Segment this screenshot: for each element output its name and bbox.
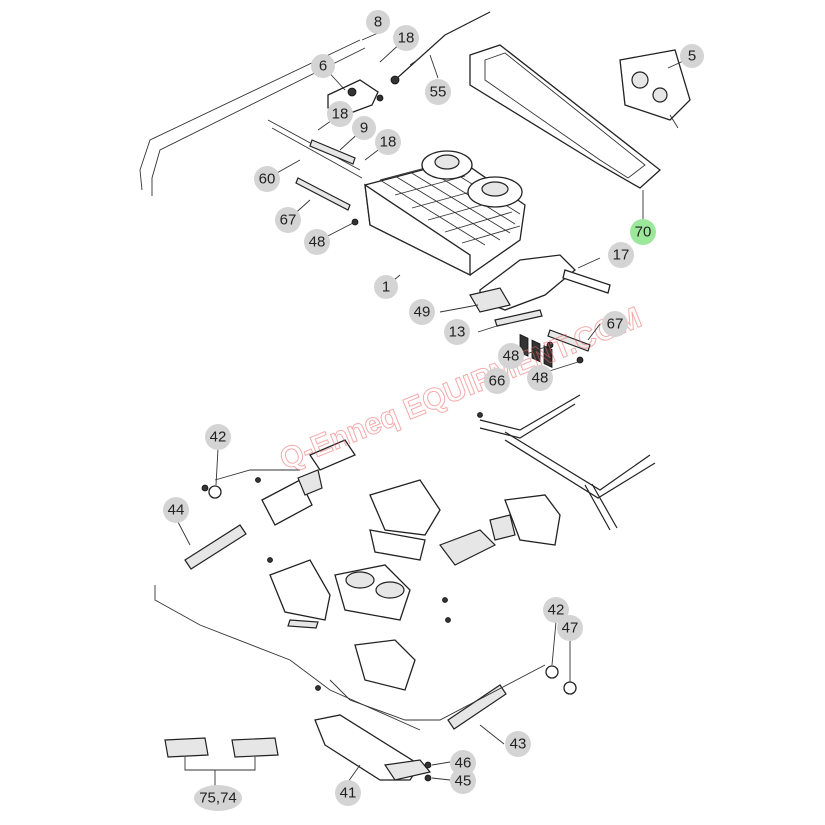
callout-18-a: 18: [393, 25, 419, 51]
rod-9: [309, 139, 356, 165]
duct-right: [489, 494, 561, 546]
pipe-frame: [479, 394, 656, 531]
callout-55: 55: [425, 79, 451, 105]
callout-1: 1: [374, 275, 398, 299]
svg-text:67: 67: [280, 212, 297, 229]
svg-text:44: 44: [168, 502, 185, 519]
tray: [354, 639, 416, 691]
filter-box: [269, 559, 331, 629]
svg-text:9: 9: [360, 120, 368, 137]
callout-43: 43: [505, 731, 531, 757]
callout-42-b: 42: [543, 597, 569, 623]
tube-17: [562, 269, 611, 294]
callout-49: 49: [409, 299, 435, 325]
svg-text:55: 55: [430, 84, 447, 101]
svg-text:70: 70: [635, 224, 652, 241]
control-unit-5: [619, 49, 691, 129]
callout-46: 46: [450, 750, 476, 776]
callout-70: 70: [630, 219, 656, 245]
rod-67-upper: [295, 177, 351, 211]
callout-6: 6: [311, 54, 335, 78]
callout-67-a: 67: [275, 207, 301, 233]
heater-housing-1: [364, 150, 526, 277]
callout-66: 66: [484, 368, 510, 394]
svg-text:45: 45: [455, 773, 472, 790]
callout-18-b: 18: [327, 101, 353, 127]
svg-text:5: 5: [688, 48, 696, 65]
svg-text:42: 42: [210, 429, 227, 446]
callout-44: 44: [163, 497, 189, 523]
svg-text:18: 18: [332, 106, 349, 123]
svg-text:6: 6: [319, 58, 327, 75]
svg-text:8: 8: [374, 14, 382, 31]
svg-text:17: 17: [613, 247, 630, 264]
callout-17: 17: [608, 242, 634, 268]
clamp-42-right: [545, 665, 559, 679]
callout-13: 13: [444, 319, 470, 345]
callout-45: 45: [450, 768, 476, 794]
duct-49: [469, 254, 576, 313]
callout-9: 9: [352, 116, 376, 140]
svg-text:67: 67: [607, 316, 624, 333]
callout-48-a: 48: [304, 229, 330, 255]
callout-75-74: 75,74: [194, 785, 242, 811]
callout-47: 47: [557, 615, 583, 641]
duct-left-a: [309, 439, 356, 471]
svg-text:18: 18: [380, 134, 397, 151]
svg-text:48: 48: [503, 348, 520, 365]
clamp-42-left: [201, 484, 222, 499]
fittings-45-46: [424, 761, 432, 782]
svg-text:49: 49: [414, 304, 431, 321]
callout-67-b: 67: [602, 311, 628, 337]
callout-8: 8: [366, 10, 390, 34]
rod-13: [494, 309, 543, 327]
svg-text:46: 46: [455, 755, 472, 772]
callout-48-c: 48: [527, 365, 553, 391]
svg-text:47: 47: [562, 620, 579, 637]
lower-housing: [369, 479, 497, 566]
svg-text:75,74: 75,74: [199, 790, 237, 807]
callout-41: 41: [335, 780, 361, 806]
svg-text:42: 42: [548, 602, 565, 619]
svg-text:66: 66: [489, 373, 506, 390]
hose-43: [447, 684, 507, 730]
duct-left-b: [261, 469, 323, 526]
svg-text:13: 13: [449, 324, 466, 341]
svg-text:43: 43: [510, 736, 527, 753]
clips-48: [351, 218, 584, 364]
svg-text:18: 18: [398, 30, 415, 47]
callout-18-c: 18: [375, 129, 401, 155]
svg-text:41: 41: [340, 785, 357, 802]
callout-48-b: 48: [498, 343, 524, 369]
callout-60: 60: [254, 166, 280, 192]
duct-41: [314, 714, 432, 781]
callout-42-a: 42: [205, 424, 231, 450]
hose-44: [184, 524, 247, 570]
svg-text:1: 1: [382, 279, 390, 296]
svg-text:60: 60: [259, 171, 276, 188]
guide-lines: [154, 469, 546, 731]
panel-70: [469, 44, 662, 368]
filters-75-74: [164, 737, 279, 790]
rod-67-lower: [547, 329, 591, 352]
cable-55: [390, 11, 491, 85]
callout-5: 5: [680, 44, 704, 68]
clamp-47: [563, 681, 577, 695]
fasteners: [255, 412, 483, 691]
svg-text:48: 48: [309, 234, 326, 251]
svg-text:48: 48: [532, 370, 549, 387]
blower-lower: [334, 564, 411, 621]
